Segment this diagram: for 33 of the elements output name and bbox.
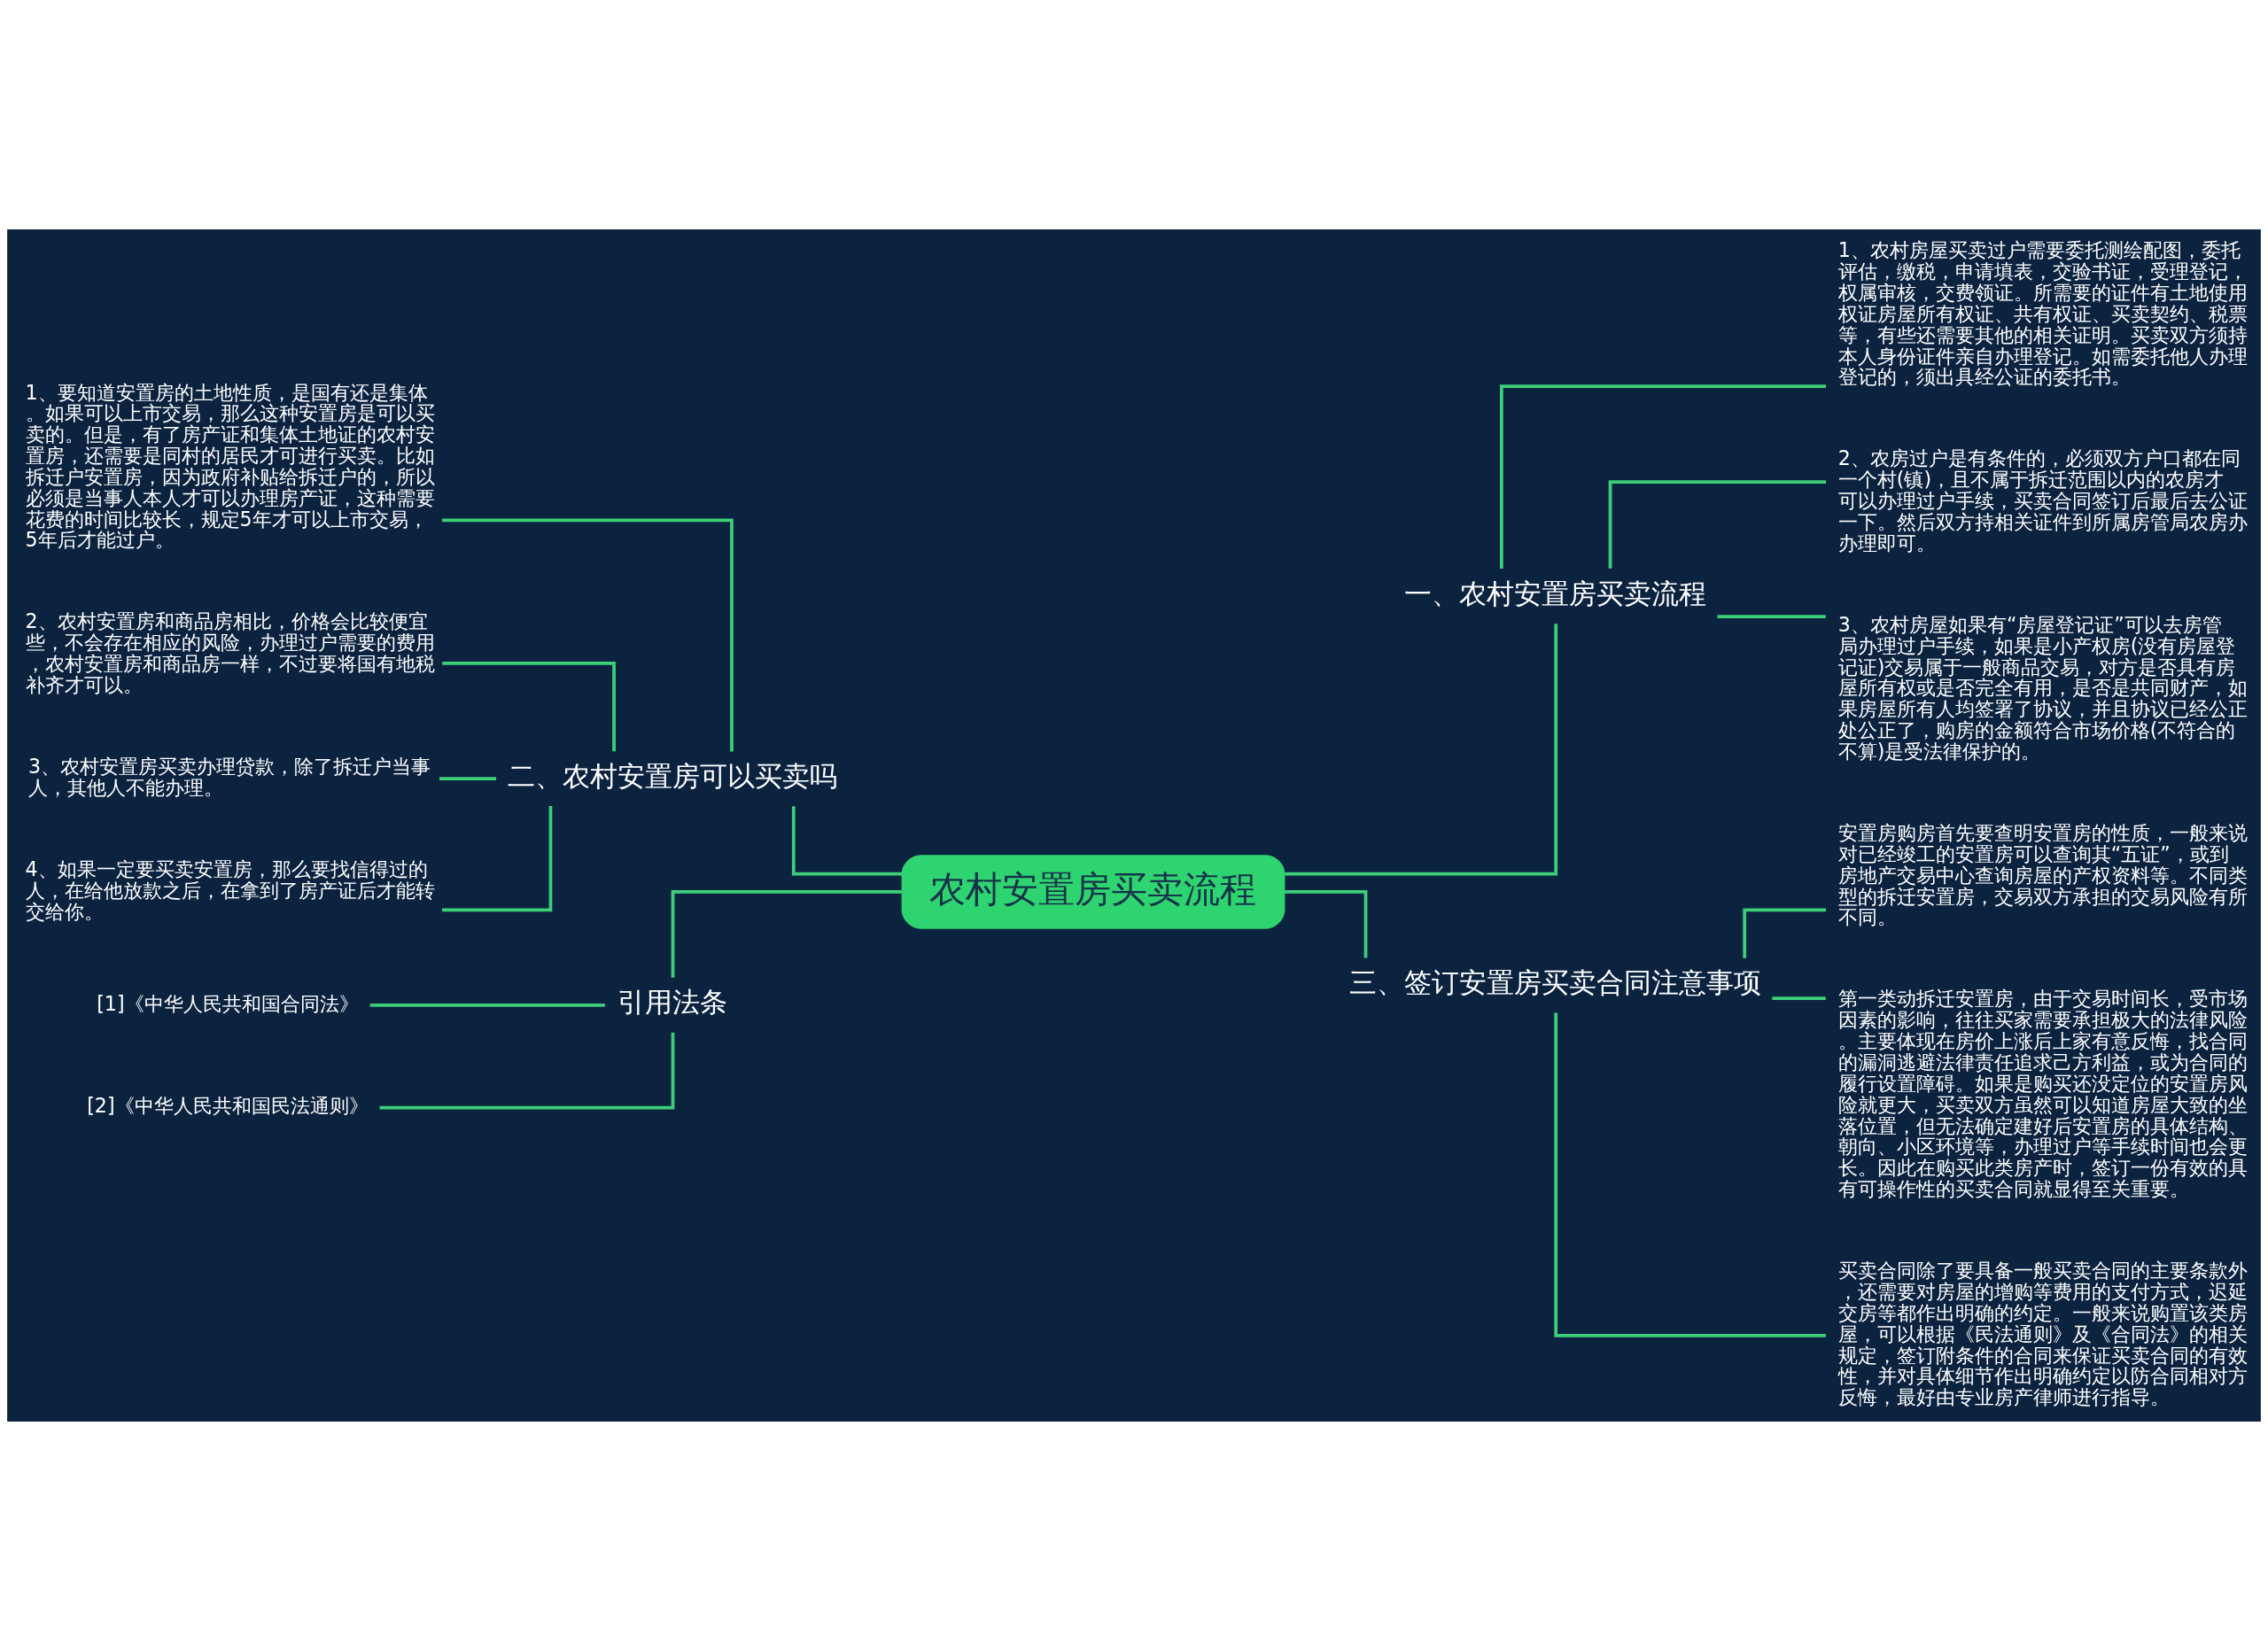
connector xyxy=(439,777,497,781)
connector xyxy=(1500,384,1826,570)
connector xyxy=(1772,996,1826,1000)
node-text: 1、农村房屋买卖过户需要委托测绘配图，委托评估，缴税，申请填表，交验书证，受理登记，权属审核，交费领证。所需要的证件有土地使用权证房屋所有权证、共有权证、买卖契约、税票等，有些还需要其他的相关证明。买卖双方须持本人身份证件亲自办理登记。如需委托他人办理登记的，须出具经公证的委托书。 xyxy=(1837,238,2248,389)
node-text: 1、要知道安置房的土地性质，是国有还是集体。如果可以上市交易，那么这种安置房是可以买卖的。但是，有了房产证和集体土地证的农村安置房，还需要是同村的居民才可进行买卖。比如拆迁户安置房，因为政府补贴给拆迁户的，所以必须是当事人本人才可以办理房产证，这种需要花费的时间比较长，规定5年才可以上市交易，5年后才能过户。 xyxy=(25,380,435,552)
node-text: 安置房购房首先要查明安置房的性质，一般来说对已经竣工的安置房可以查询其“五证”，或到房地产交易中心查询房屋的产权资料等。不同类型的拆迁安置房，交易双方承担的交易风险有所不同。 xyxy=(1837,821,2248,929)
node-text: 二、农村安置房可以买卖吗 xyxy=(507,760,837,792)
connector xyxy=(442,661,616,752)
node-text: 3、农村安置房买卖办理贷款，除了拆迁户当事人，其他人不能办理。 xyxy=(27,755,431,799)
node-text: 第一类动拆迁安置房，由于交易时间长，受市场因素的影响，往往买家需要承担极大的法律风险。主要体现在房价上涨后上家有意反悔，找合同的漏洞逃避法律责任追求己方利益，或为合同的履行设置障碍。如果是购买还没定位的安置房风险就更大，买卖双方虽然可以知道房屋大致的坐落位置，但无法确定建好后安置房的具体结构、朝向、小区环境等，办理过户等手续时间也会更长。因此在购买此类房产时，签订一份有效的具有可操作性的买卖合同就显得至关重要。 xyxy=(1837,987,2248,1201)
connector xyxy=(1285,890,1368,958)
node-text: 2、农房过户是有条件的，必须双方户口都在同一个村(镇)，且不属于拆迁范围以内的农房才可以办理过户手续，买卖合同签订后最后去公证一下。然后双方持相关证件到所属房管局农房办办理即可。 xyxy=(1837,446,2248,554)
connector xyxy=(1554,1012,1826,1337)
node-text: 4、如果一定要买卖安置房，那么要找信得过的人，在给他放款之后，在拿到了房产证后才能转交给你。 xyxy=(25,857,435,923)
node-text: 三、签订安置房买卖合同注意事项 xyxy=(1348,967,1761,999)
node-text: [2]《中华人民共和国民法通则》 xyxy=(87,1094,369,1118)
node-text: 2、农村安置房和商品房相比，价格会比较便宜些，不会存在相应的风险，办理过户需要的费用，农村安置房和商品房一样，不过要将国有地税补齐才可以。 xyxy=(25,609,435,697)
node-text: 3、农村房屋如果有“房屋登记证”可以去房管局办理过户手续，如果是小产权房(没有房屋登记证)交易属于一般商品交易，对方是否具有房屋所有权或是否完全有用，是否是共同财产，如果房屋所有人均签署了协议，并且协议已经公正处公正了，购房的金额符合市场价格(不符合的不算)是受法律保护的。 xyxy=(1837,612,2248,763)
connector xyxy=(1717,615,1826,618)
connector xyxy=(379,1032,675,1110)
connector xyxy=(1743,908,1826,958)
connector xyxy=(671,890,903,978)
node-text: 引用法条 xyxy=(617,987,727,1019)
connector xyxy=(1608,480,1827,569)
connector xyxy=(791,806,903,876)
connector xyxy=(1285,624,1558,876)
connector xyxy=(442,518,734,752)
connector xyxy=(369,1003,605,1007)
node-box: 农村安置房买卖流程 xyxy=(901,855,1285,929)
node-text: [1]《中华人民共和国合同法》 xyxy=(97,991,359,1015)
connector xyxy=(442,805,553,912)
node-text: 一、农村安置房买卖流程 xyxy=(1403,577,1706,609)
node-text: 买卖合同除了要具备一般买卖合同的主要条款外，还需要对房屋的增购等费用的支付方式，迟延交房等都作出明确的约定。一般来说购置该类房屋，可以根据《民法通则》及《合同法》的相关规定，签订附条件的合同来保证买卖合同的有效性，并对具体细节作出明确约定以防合同相对方反悔，最好由专业房产律师进行指导。 xyxy=(1837,1259,2248,1409)
